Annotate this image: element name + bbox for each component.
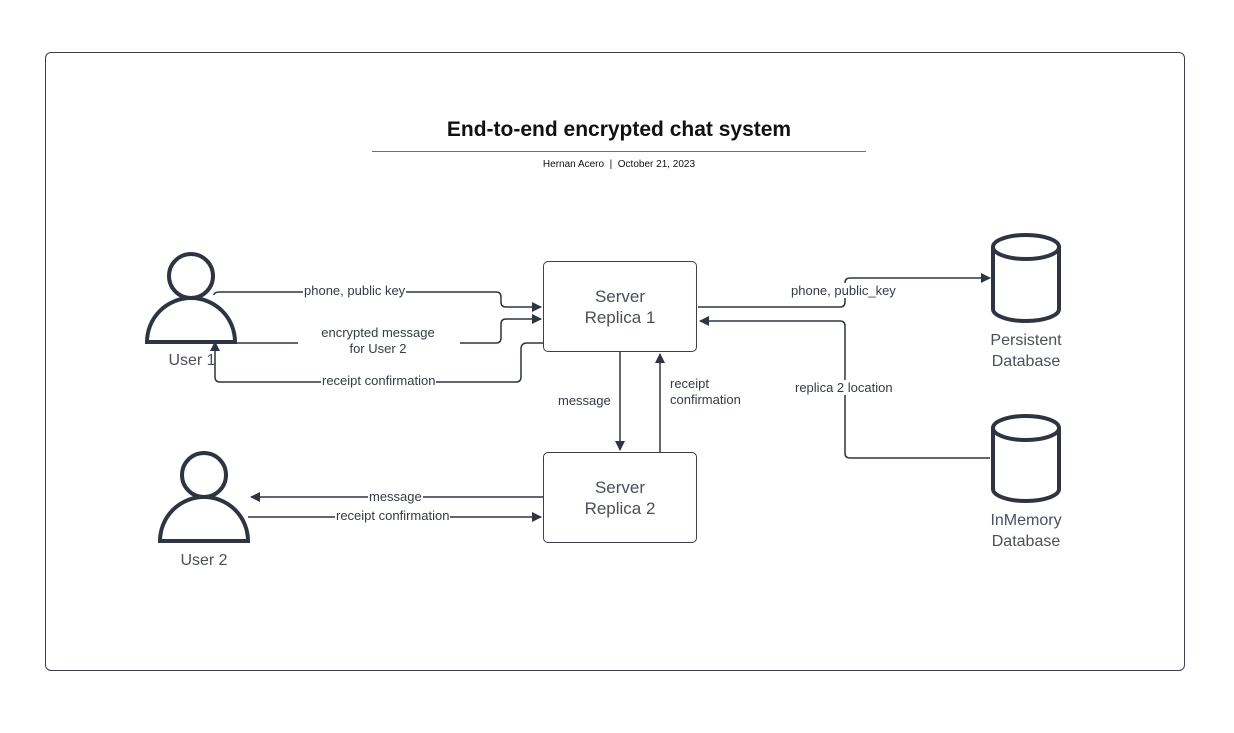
- inmemory-database-icon: [991, 414, 1061, 503]
- edge-label-receipt-to-user1: receipt confirmation: [321, 373, 437, 388]
- user2-label: User 2: [180, 552, 228, 569]
- server-replica-2[interactable]: Server Replica 2: [543, 452, 697, 543]
- user1-person-icon: [144, 252, 238, 344]
- diagram-frame: [45, 52, 1185, 671]
- user2-person-icon: [157, 451, 251, 543]
- diagram-title: End-to-end encrypted chat system: [446, 118, 792, 141]
- edge-label-r1-r2-message: message: [558, 393, 611, 408]
- edge-label-message-to-user2: message: [368, 489, 423, 504]
- diagram-subtitle: Hernan Acero | October 21, 2023: [542, 159, 696, 170]
- edge-label-replica-2-location: replica 2 location: [794, 380, 894, 395]
- edge-user1-keys-line: [213, 291, 542, 312]
- user1-label: User 1: [168, 352, 216, 369]
- persistent-database-icon: [991, 233, 1061, 323]
- edge-r1-receipt-line: [210, 341, 543, 383]
- edge-label-r2-r1-receipt: receipt confirmation: [670, 376, 741, 407]
- edge-user1-message-line: [236, 319, 541, 344]
- server-replica-1[interactable]: Server Replica 1: [543, 261, 697, 352]
- edge-label-phone-public-key-db: phone, public_key: [790, 283, 897, 298]
- edge-label-receipt-from-user2: receipt confirmation: [335, 508, 451, 523]
- edge-label-encrypted-message: encrypted message for User 2: [321, 325, 435, 356]
- edge-label-phone-public-key: phone, public key: [303, 283, 407, 298]
- title-divider: [372, 151, 866, 152]
- inmemory-database-label: InMemory Database: [990, 512, 1062, 550]
- persistent-database-label: Persistent Database: [990, 332, 1062, 370]
